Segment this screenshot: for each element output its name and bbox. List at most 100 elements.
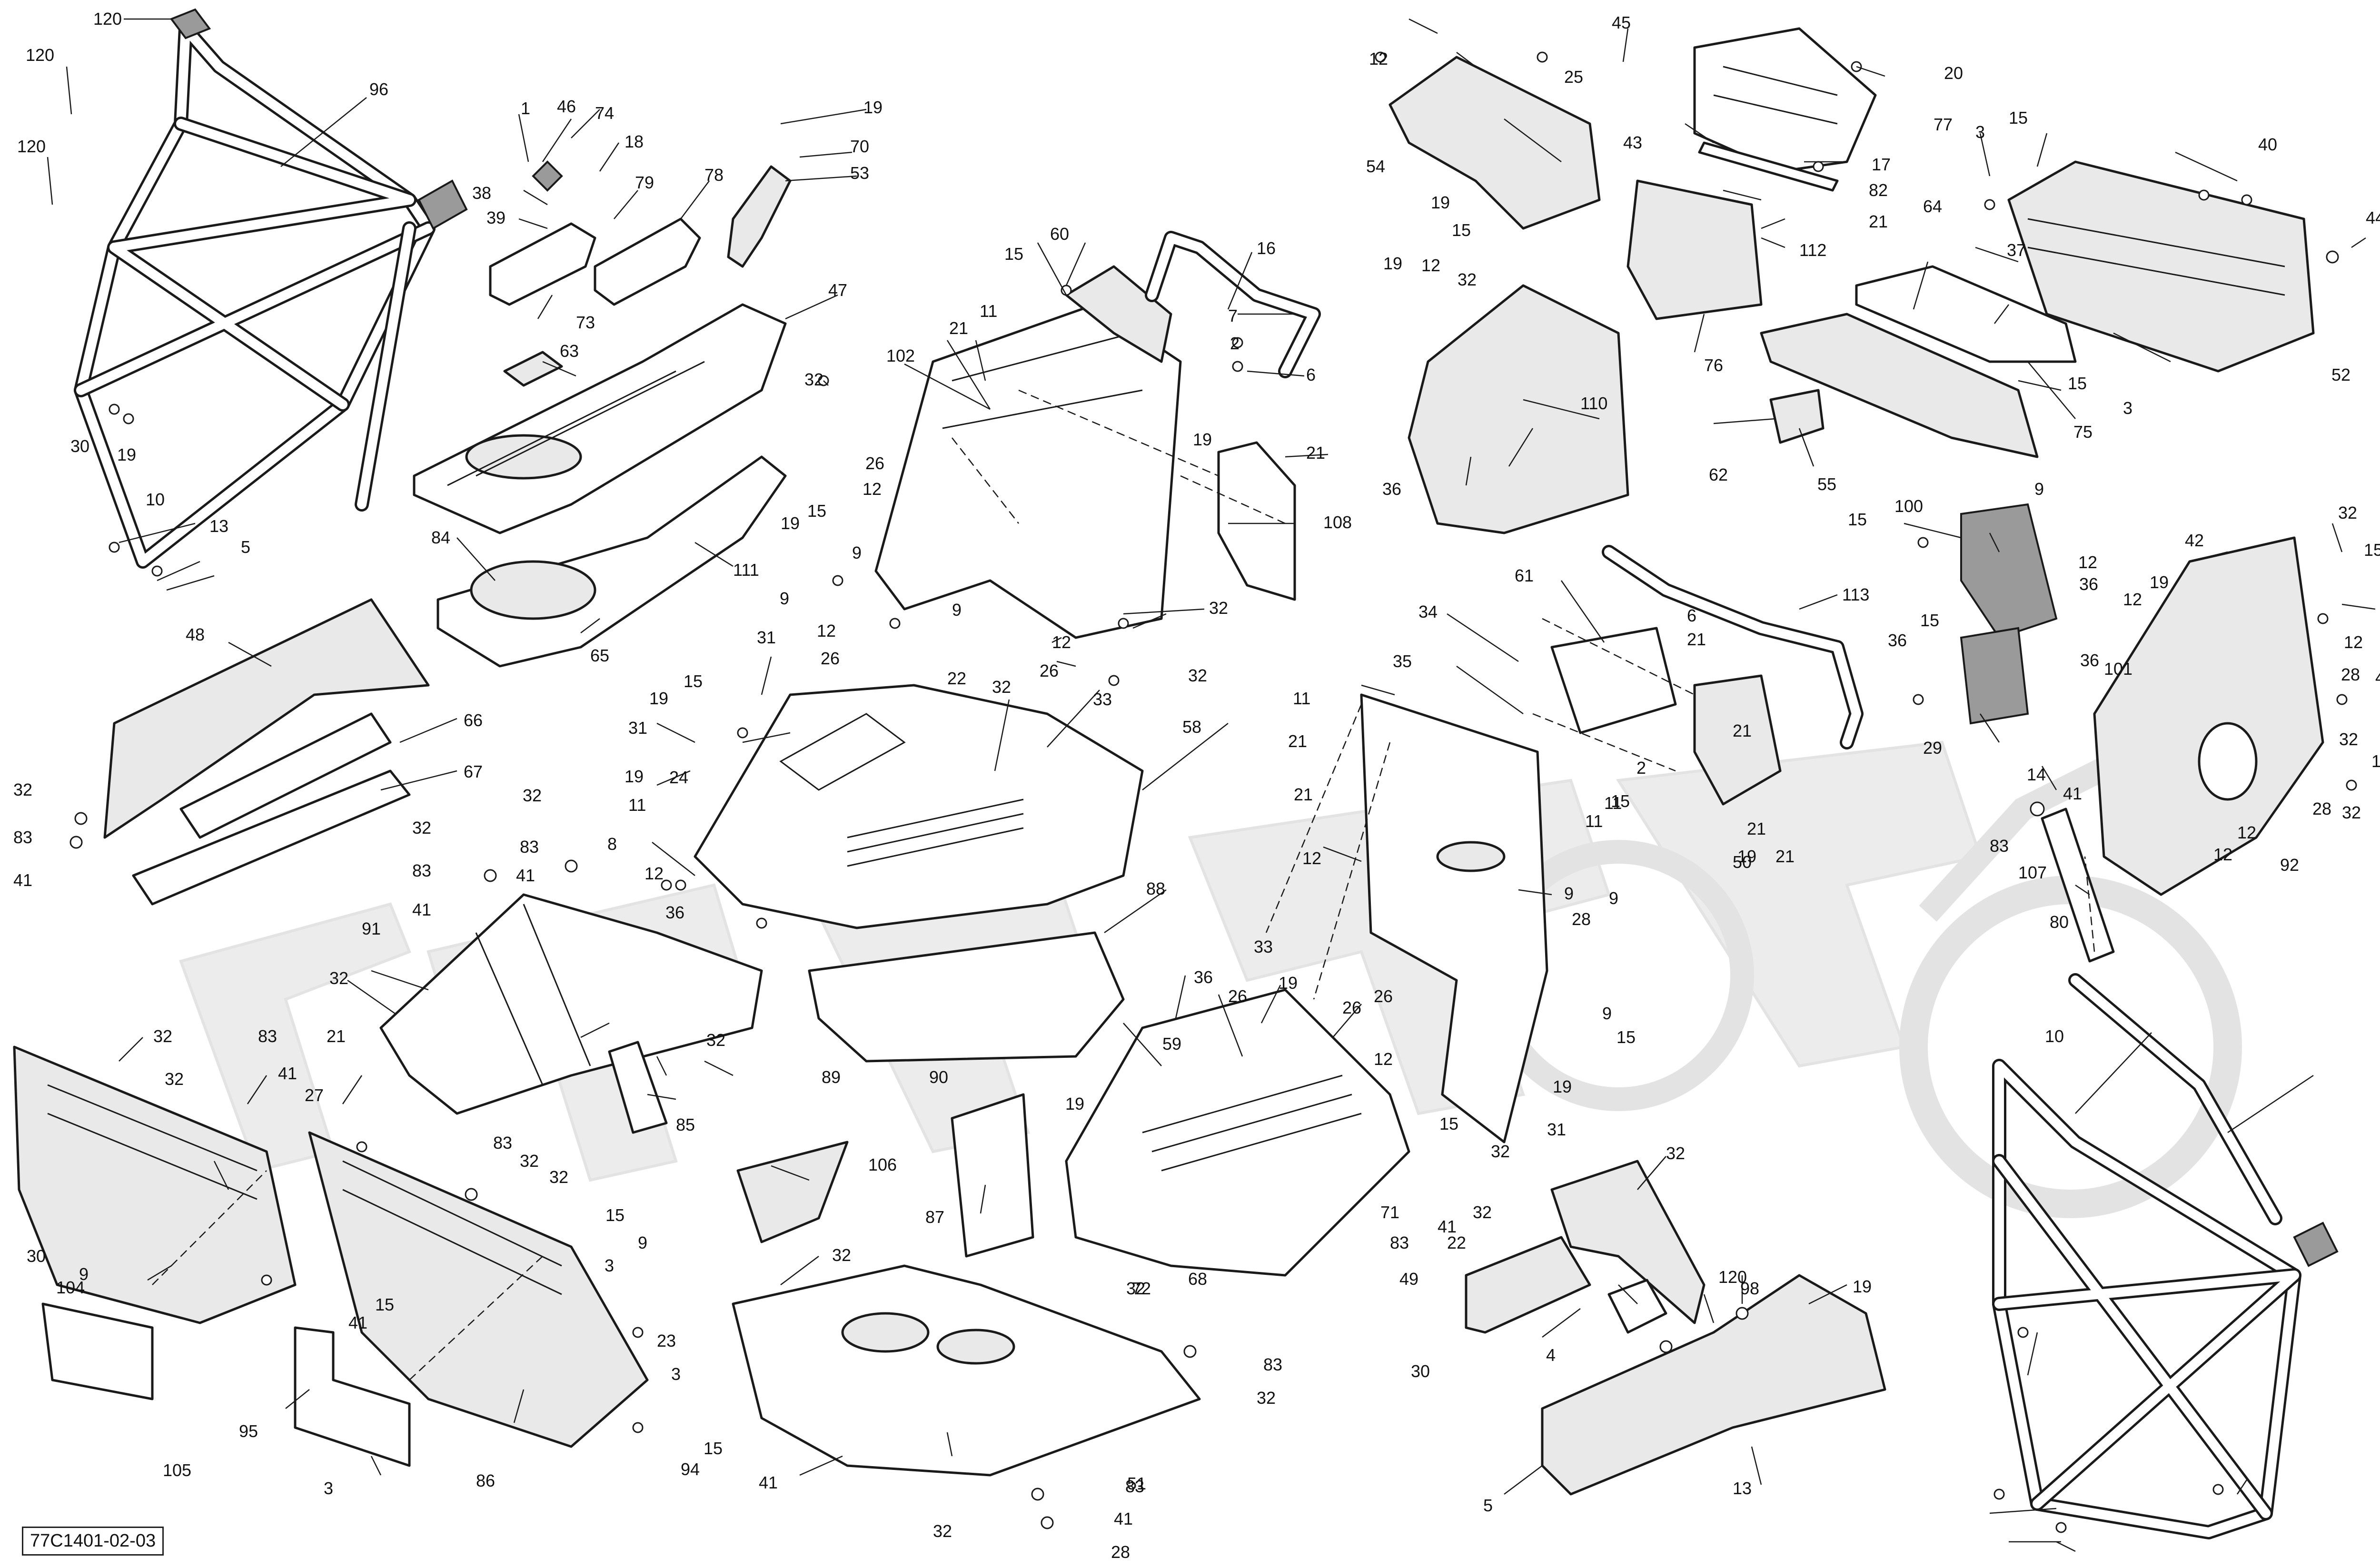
callout-label: 19 <box>1853 1277 1872 1296</box>
callout-label: 12 <box>817 621 836 641</box>
callout-label: 21 <box>1775 847 1795 866</box>
roll-cage-left-96 <box>74 8 468 569</box>
callout-label: 19 <box>1193 430 1212 449</box>
callout-label: 29 <box>1923 738 1942 758</box>
callout-label: 77 <box>1934 115 1953 134</box>
callout-label: 49 <box>1399 1269 1418 1289</box>
callout-label: 83 <box>1990 836 2009 856</box>
callout-label: 15 <box>807 501 826 521</box>
callout-label: 10 <box>2045 1026 2064 1046</box>
bracket-group-73 <box>489 160 701 387</box>
callout-label: 32 <box>2342 803 2361 822</box>
callout-label: 37 <box>2007 240 2026 260</box>
callout-label: 32 <box>804 370 823 389</box>
callout-label: 15 <box>1439 1114 1458 1133</box>
callout-label: 15 <box>2009 108 2028 128</box>
callout-label: 32 <box>1126 1279 1145 1298</box>
callout-label: 32 <box>992 677 1011 697</box>
callout-label: 67 <box>464 762 483 781</box>
callout-label: 87 <box>925 1207 944 1227</box>
callout-label: 120 <box>93 9 122 29</box>
callout-label: 21 <box>1733 721 1752 740</box>
callout-label: 82 <box>1869 180 1888 200</box>
callout-label: 104 <box>56 1278 85 1297</box>
callout-label: 83 <box>412 861 431 880</box>
callout-label: 40 <box>2258 135 2277 154</box>
bracket-72 <box>1607 1279 1667 1334</box>
callout-label: 19 <box>625 767 644 786</box>
callout-label: 83 <box>520 837 539 857</box>
callout-label: 19 <box>1065 1094 1084 1114</box>
callout-label: 11 <box>628 795 646 815</box>
callout-label: 10 <box>146 490 165 509</box>
trim-82 <box>1698 141 1839 192</box>
callout-label: 66 <box>464 710 483 730</box>
plate-108 <box>1217 441 1296 601</box>
callout-label: 15 <box>1004 244 1023 264</box>
callout-label: 31 <box>1547 1120 1566 1139</box>
callout-label: 53 <box>850 163 869 183</box>
callout-label: 19 <box>781 513 800 533</box>
callout-label: 120 <box>26 45 54 65</box>
side-panel-110 <box>1408 284 1629 534</box>
callout-label: 5 <box>1483 1496 1493 1515</box>
callout-label: 41 <box>516 866 535 885</box>
callout-label: 63 <box>560 341 579 361</box>
callout-label: 15 <box>605 1205 625 1225</box>
callout-label: 32 <box>1257 1388 1276 1408</box>
callout-label: 36 <box>2079 574 2098 594</box>
callout-label: 32 <box>1458 270 1477 289</box>
callout-label: 83 <box>1263 1355 1282 1374</box>
callout-label: 21 <box>949 318 968 338</box>
callout-label: 11 <box>980 301 997 321</box>
callout-label: 19 <box>1279 973 1298 993</box>
callout-label: 15 <box>2068 374 2087 393</box>
trim-64-75 <box>1760 265 2077 458</box>
callout-label: 15 <box>704 1439 723 1458</box>
callout-label: 12 <box>1052 632 1071 652</box>
callout-label: 55 <box>1817 474 1836 494</box>
callout-label: 9 <box>1602 1004 1612 1023</box>
callout-label: 42 <box>2375 668 2380 687</box>
callout-label: 3 <box>324 1478 333 1498</box>
rear-panel-92 <box>13 1045 297 1324</box>
callout-label: 32 <box>165 1069 184 1089</box>
callout-label: 74 <box>595 103 614 123</box>
callout-label: 102 <box>886 346 915 365</box>
callout-label: 9 <box>1564 884 1574 903</box>
callout-label: 41 <box>348 1313 367 1332</box>
callout-label: 32 <box>1666 1143 1685 1163</box>
callout-label: 25 <box>1564 67 1583 87</box>
callout-label: 32 <box>706 1030 725 1050</box>
callout-label: 8 <box>607 834 617 854</box>
callout-label: 39 <box>486 208 506 227</box>
drawing-number: 77C1401-02-03 <box>30 1531 156 1551</box>
callout-label: 30 <box>1411 1361 1430 1381</box>
callout-label: 28 <box>1572 909 1591 929</box>
callout-label: 33 <box>1254 937 1273 956</box>
callout-label: 36 <box>2080 650 2099 670</box>
console-panel-47 <box>413 303 787 534</box>
callout-label: 9 <box>1609 888 1618 908</box>
bracket-68 <box>1465 1236 1591 1334</box>
roll-cage-right-98 <box>1992 973 2339 1539</box>
callout-label: 12 <box>1302 848 1321 868</box>
callout-label: 83 <box>258 1026 277 1046</box>
callout-label: 32 <box>832 1245 851 1265</box>
callout-label: 43 <box>1623 133 1642 152</box>
callout-label: 5 <box>241 537 250 557</box>
callout-label: 26 <box>865 453 884 473</box>
callout-label: 83 <box>13 828 32 847</box>
callout-label: 32 <box>412 818 431 838</box>
bracket-62 <box>1769 389 1825 444</box>
callout-label: 98 <box>1740 1279 1759 1298</box>
callout-label: 100 <box>1894 496 1923 516</box>
callout-label: 3 <box>671 1364 681 1384</box>
callout-label: 76 <box>1704 355 1723 375</box>
callout-label: 12 <box>2344 632 2363 652</box>
callout-label: 83 <box>493 1133 512 1153</box>
callout-label: 44 <box>2366 208 2380 227</box>
callout-label: 108 <box>1323 512 1352 532</box>
callout-label: 75 <box>2073 422 2092 442</box>
callout-label: 21 <box>1687 630 1706 649</box>
